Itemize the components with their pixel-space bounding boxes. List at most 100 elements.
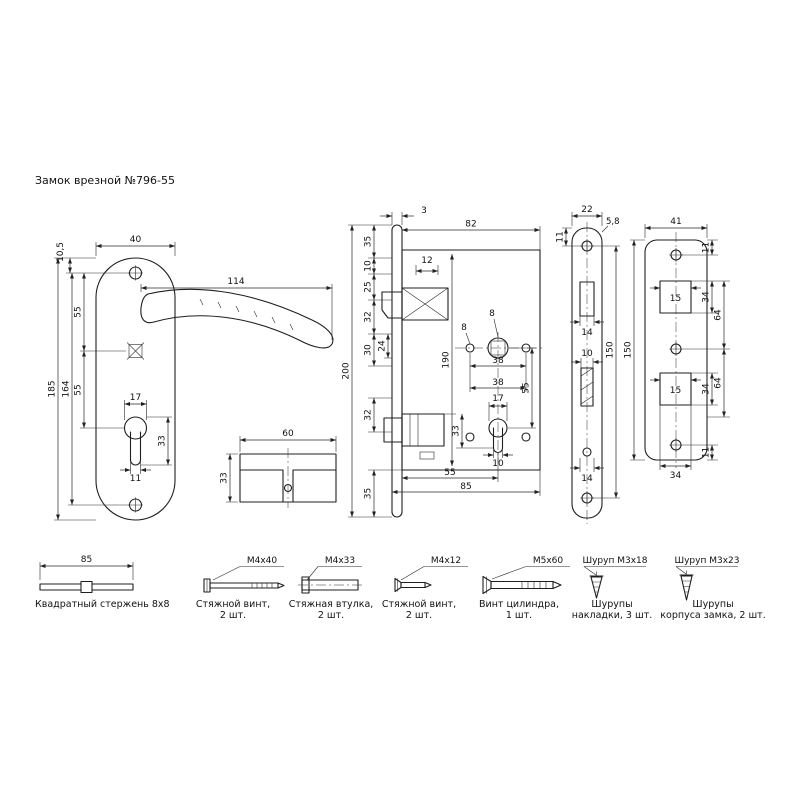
item-label-line1: Шурупы <box>591 599 632 610</box>
strike-plate-view: 41 11 15 34 64 15 34 64 150 <box>624 217 730 481</box>
dim-5-8: 5,8 <box>606 217 620 227</box>
cylinder-view: 60 33 <box>220 429 337 508</box>
dimensions: 22 5,8 11 14 10 14 150 <box>556 205 620 499</box>
dim-15a: 15 <box>670 294 681 304</box>
dim-14a: 14 <box>581 328 593 338</box>
screw-m3x18-item: Шуруп М3х18 Шурупы накладки, 3 шт. <box>572 556 653 621</box>
dim-33: 33 <box>452 425 462 436</box>
case-outline <box>401 249 541 471</box>
lower-hole-right <box>521 432 531 442</box>
dim-34c: 34 <box>670 471 682 481</box>
square-rod-item: 85 Квадратный стержень 8х8 <box>35 555 170 610</box>
spindle-hole <box>126 342 145 360</box>
dimensions: 60 33 <box>220 429 337 503</box>
dim-55a: 55 <box>522 382 532 393</box>
item-label-line2: 2 шт. <box>318 610 344 621</box>
dim-38b: 38 <box>492 378 504 388</box>
dim-30: 30 <box>364 344 374 356</box>
dim-64b: 64 <box>714 377 724 389</box>
dim-114: 114 <box>227 277 244 287</box>
size-label: М4х33 <box>325 556 355 566</box>
top-screw-hole <box>580 239 594 253</box>
dim-10-5: 10,5 <box>56 242 66 262</box>
dim-17: 17 <box>130 393 141 403</box>
handle-plate-view: 40 10,5 55 55 164 185 114 17 33 <box>48 235 334 521</box>
rod-label: Квадратный стержень 8х8 <box>35 599 170 610</box>
forend-edge <box>391 224 403 518</box>
dimensions: 40 10,5 55 55 164 185 114 17 33 <box>48 235 333 521</box>
item-label-line2: 2 шт. <box>406 610 432 621</box>
hardware-row: 85 Квадратный стержень 8х8 М4х40 Стяжной… <box>35 555 766 621</box>
dim-22: 22 <box>581 205 592 215</box>
screw-m5x60-item: М5х60 Винт цилиндра, 1 шт. <box>479 556 570 621</box>
lower-window <box>659 372 692 406</box>
item-label-line1: Шурупы <box>692 599 733 610</box>
dim-60: 60 <box>282 429 294 439</box>
dim-34b: 34 <box>702 383 712 395</box>
dim-41: 41 <box>670 217 681 227</box>
faceplate-view: 22 5,8 11 14 10 14 150 <box>556 205 620 524</box>
dim-38a: 38 <box>492 356 504 366</box>
small-hole <box>582 447 592 457</box>
size-label: М4х12 <box>431 556 461 566</box>
item-label-line1: Винт цилиндра, <box>479 599 559 610</box>
dim-55b: 55 <box>444 468 455 478</box>
strike-outline <box>644 239 708 461</box>
screw-drawing <box>203 578 285 593</box>
dim-33: 33 <box>220 472 230 483</box>
dim-32b: 32 <box>364 409 374 420</box>
bottom-screw-hole <box>669 438 683 452</box>
screw-drawing <box>394 577 432 593</box>
keyhole <box>123 416 148 466</box>
bottom-screw-hole <box>128 497 143 513</box>
deadbolt-opening <box>580 367 594 407</box>
top-screw-hole <box>128 265 143 281</box>
item-label-line2: 1 шт. <box>506 610 532 621</box>
dim-10a: 10 <box>364 260 374 272</box>
latch-opening <box>579 281 595 317</box>
item-label-line2: корпуса замка, 2 шт. <box>660 610 765 621</box>
dim-12: 12 <box>421 256 432 266</box>
dim-190: 190 <box>442 351 452 368</box>
dim-35a: 35 <box>364 236 374 247</box>
lower-hole-left <box>465 432 475 442</box>
dim-8b: 8 <box>489 309 495 319</box>
dim-200: 200 <box>342 362 352 379</box>
screw-m3x23-item: Шуруп М3х23 Шурупы корпуса замка, 2 шт. <box>660 556 765 621</box>
size-label: Шуруп М3х18 <box>582 556 647 566</box>
dim-35b: 35 <box>364 488 374 499</box>
upper-window <box>659 280 692 314</box>
dim-32a: 32 <box>364 311 374 322</box>
dim-11: 11 <box>556 231 566 242</box>
screw-drawing <box>482 575 562 595</box>
sleeve-drawing <box>298 576 362 594</box>
dim-15b: 15 <box>670 386 681 396</box>
dim-85: 85 <box>460 482 471 492</box>
dim-24: 24 <box>378 340 388 352</box>
item-label-line1: Стяжной винт, <box>382 599 456 610</box>
dim-3: 3 <box>421 206 427 216</box>
size-label: Шуруп М3х23 <box>674 556 739 566</box>
bottom-screw-hole <box>580 491 594 505</box>
item-label-line2: 2 шт. <box>220 610 246 621</box>
item-label-line2: накладки, 3 шт. <box>572 610 653 621</box>
dim-34a: 34 <box>702 291 712 303</box>
latch-bolt <box>381 287 449 321</box>
dimensions: 3 82 12 35 10 25 32 30 24 32 35 2 <box>342 206 541 518</box>
item-label-line1: Стяжная втулка, <box>289 599 374 610</box>
dim-10: 10 <box>581 349 593 359</box>
dim-55a: 55 <box>74 306 84 317</box>
item-label-line1: Стяжной винт, <box>196 599 270 610</box>
size-label: М4х40 <box>247 556 278 566</box>
dimensions: 41 11 15 34 64 15 34 64 150 <box>624 217 730 481</box>
dim-11a: 11 <box>702 242 712 253</box>
plate-outline <box>95 257 176 521</box>
screw-drawing <box>679 570 694 601</box>
dim-14b: 14 <box>581 474 593 484</box>
dim-40: 40 <box>130 235 142 245</box>
dim-64a: 64 <box>714 309 724 321</box>
size-label: М5х60 <box>533 556 564 566</box>
top-screw-hole <box>669 248 683 262</box>
